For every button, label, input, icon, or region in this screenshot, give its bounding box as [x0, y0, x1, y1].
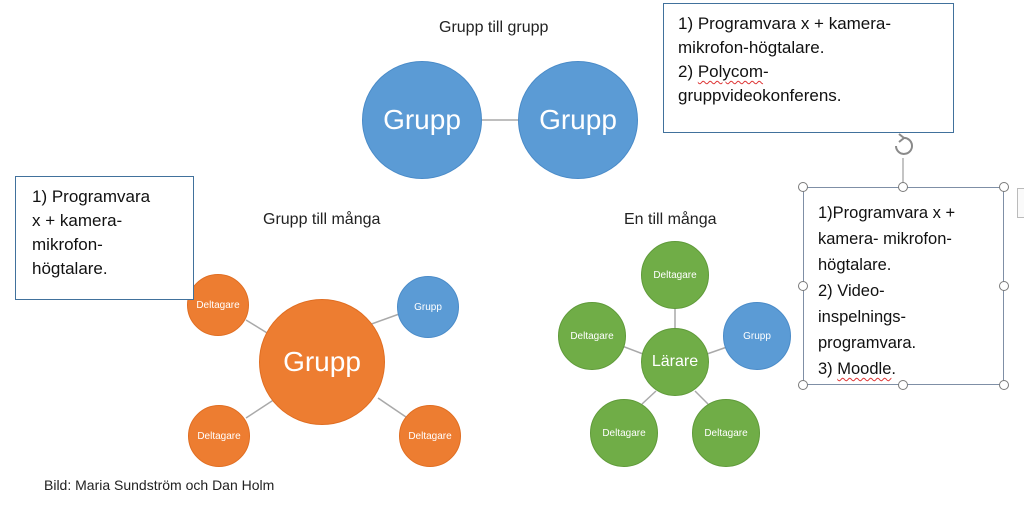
layout-options-tab[interactable]	[1017, 188, 1024, 218]
textbox-line: 1) Programvara x + kamera-	[678, 14, 892, 33]
textbox-line: mikrofon-	[32, 235, 103, 254]
participant-node: Deltagare	[590, 399, 658, 467]
textbox-line: 1)Programvara x +	[818, 204, 956, 222]
resize-handle-right[interactable]	[999, 281, 1009, 291]
resize-handle-top-left[interactable]	[798, 182, 808, 192]
textbox-line: högtalare.	[818, 256, 892, 274]
group-node: Grupp	[397, 276, 459, 338]
image-caption: Bild: Maria Sundström och Dan Holm	[44, 477, 275, 493]
textbox-line: 2) Polycom-	[678, 62, 769, 81]
textbox-line: gruppvideokonferens.	[678, 86, 842, 105]
resize-handle-top-right[interactable]	[999, 182, 1009, 192]
textbox-line: mikrofon-högtalare.	[678, 38, 825, 57]
participant-node: Deltagare	[399, 405, 461, 467]
group-node: Grupp	[723, 302, 791, 370]
connector-line	[641, 390, 657, 405]
diagram-title-group-to-many: Grupp till många	[263, 211, 381, 228]
group-node: Grupp	[362, 61, 482, 179]
textbox-line: högtalare.	[32, 259, 108, 278]
connector-line	[245, 398, 276, 419]
textbox-line: 3) Moodle.	[818, 360, 896, 378]
participant-node: Deltagare	[188, 405, 250, 467]
participant-node: Deltagare	[641, 241, 709, 309]
resize-handle-bottom-right[interactable]	[999, 380, 1009, 390]
resize-handle-bottom[interactable]	[898, 380, 908, 390]
participant-node: Deltagare	[558, 302, 626, 370]
group-node: Grupp	[518, 61, 638, 179]
participant-node: Deltagare	[187, 274, 249, 336]
group-center-node: Grupp	[259, 299, 385, 425]
connector-line	[621, 345, 644, 355]
diagram-title-group-to-group: Grupp till grupp	[439, 19, 549, 36]
teacher-center-node: Lärare	[641, 328, 709, 396]
textbox-right-selected[interactable]: 1)Programvara x + kamera- mikrofon- högt…	[803, 187, 1004, 385]
resize-handle-left[interactable]	[798, 281, 808, 291]
textbox-line: x + kamera-	[32, 211, 123, 230]
textbox-top-right[interactable]: 1) Programvara x + kamera- mikrofon-högt…	[663, 3, 954, 133]
rotate-handle-icon[interactable]	[895, 133, 913, 155]
textbox-line: kamera- mikrofon-	[818, 230, 952, 248]
textbox-line: 2) Video-	[818, 282, 885, 300]
textbox-left[interactable]: 1) Programvara x + kamera- mikrofon- hög…	[15, 176, 194, 300]
connector-line	[694, 390, 709, 405]
resize-handle-top[interactable]	[898, 182, 908, 192]
connector-line	[706, 346, 728, 355]
connector-line	[377, 397, 407, 418]
diagram-title-one-to-many: En till många	[624, 211, 717, 228]
textbox-line: 1) Programvara	[32, 187, 151, 206]
textbox-line: inspelnings-	[818, 308, 907, 326]
participant-node: Deltagare	[692, 399, 760, 467]
textbox-line: programvara.	[818, 334, 917, 352]
resize-handle-bottom-left[interactable]	[798, 380, 808, 390]
